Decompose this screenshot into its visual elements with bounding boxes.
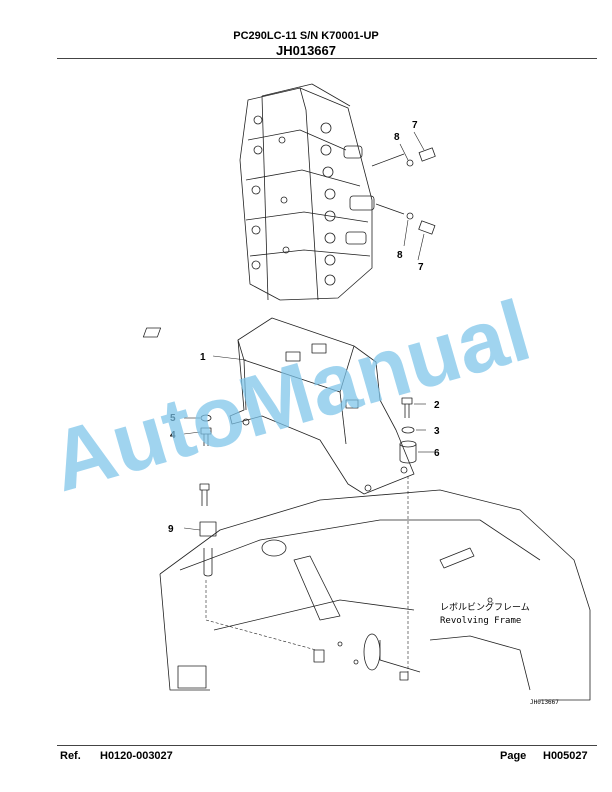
callout-7-lower: 7 [418,262,424,273]
callout-6: 6 [434,448,440,459]
bracket [142,317,415,495]
header-rule [57,58,597,59]
callout-1: 1 [200,352,206,363]
page-label: Page [500,750,527,762]
callout-8-lower: 8 [397,250,403,261]
ref-label: Ref. [60,750,81,762]
fitting-lower [375,203,436,235]
drawing-number: JH013667 [530,699,559,706]
callout-4: 4 [170,430,176,441]
page-value: H005027 [543,750,588,762]
callout-2: 2 [434,400,440,411]
footer-rule [57,745,597,746]
callout-8-upper: 8 [394,132,400,143]
revolving-frame [159,489,591,701]
ref-value: H0120-003027 [100,750,173,762]
document-id: JH013667 [276,43,336,58]
bolt-4 [200,427,212,446]
spacer-6 [399,440,417,464]
washer-5 [200,414,212,422]
clamp-9 [199,483,217,577]
fitting-upper [371,147,436,167]
washer-3 [401,426,415,434]
callout-7-upper: 7 [412,120,418,131]
frame-label-en: Revolving Frame [440,616,521,626]
callout-labels: 1 2 3 4 5 6 7 7 8 8 9 [168,120,440,535]
callout-3: 3 [434,426,440,437]
callout-5: 5 [170,413,176,424]
callout-9: 9 [168,524,174,535]
frame-label-jp: レボルビングフレーム [440,601,530,613]
model-title: PC290LC-11 S/N K70001-UP [233,30,379,42]
leader-lines [183,131,434,672]
control-valve [239,83,375,301]
watermark: AutoManual [41,282,540,510]
bolt-2 [401,397,413,418]
